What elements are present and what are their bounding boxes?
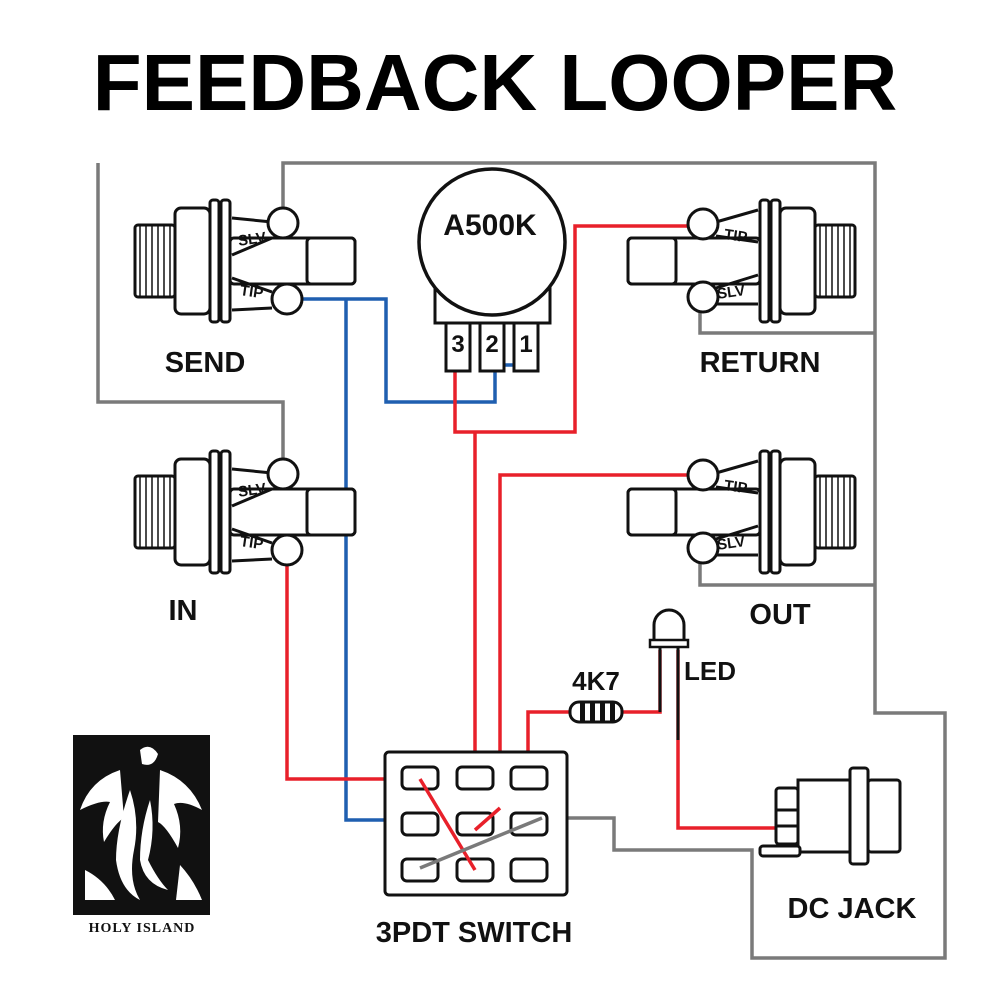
resistor-band: [600, 702, 605, 722]
led-label: LED: [684, 656, 736, 686]
out-jack-thread: [813, 474, 857, 550]
switch-lug: [455, 765, 495, 791]
led-rim: [648, 638, 690, 649]
return-tip-label: TIP: [723, 226, 748, 246]
pot-pin-2: [478, 321, 506, 373]
send-jack: [133, 198, 357, 324]
resistor: 4K7: [568, 666, 624, 724]
dc-jack: [758, 766, 902, 866]
switch-lug: [455, 811, 495, 837]
red-wire-resistor-led: [620, 650, 662, 714]
blue-wires: [287, 297, 530, 822]
red-wire-switch-out: [473, 806, 502, 832]
ground-wire-outer: [281, 161, 947, 960]
switch-lug: [400, 765, 440, 791]
send-tip-lug: [270, 282, 304, 316]
potentiometer: A500K 3 2 1: [417, 167, 567, 373]
out-tip-label: TIP: [723, 477, 748, 497]
3pdt-switch: [383, 750, 569, 897]
return-tip-lug: [686, 207, 720, 241]
in-tip-lug: [270, 533, 304, 567]
in-jack-label: IN: [169, 595, 198, 627]
in-sleeve-lug: [266, 457, 300, 491]
resistor-band: [610, 702, 615, 722]
in-sleeve-label: SLV: [237, 480, 267, 501]
logo-text: HOLY ISLAND: [89, 921, 196, 936]
out-sleeve-lug: [686, 531, 720, 565]
return-sleeve-label: SLV: [716, 282, 746, 303]
pot-pin-1-label: 1: [519, 331, 532, 358]
send-sleeve-label: SLV: [237, 229, 267, 250]
in-jack: [133, 449, 357, 575]
switch-lug: [509, 857, 549, 883]
ground-wire-send-in: [96, 163, 285, 470]
out-jack-label: OUT: [749, 599, 811, 631]
out-sleeve-label: SLV: [716, 533, 746, 554]
return-jack-label: RETURN: [700, 347, 821, 379]
pot-pin-1: [512, 321, 540, 373]
led-body: [652, 608, 686, 647]
pot-shaft: [417, 167, 567, 317]
switch-label: 3PDT SWITCH: [376, 917, 573, 949]
blue-wire-send-switch: [344, 299, 407, 822]
switch-lug: [400, 811, 440, 837]
red-wire-switch-jumper: [418, 778, 477, 871]
return-jack: [626, 198, 857, 324]
send-sleeve-lug: [266, 206, 300, 240]
resistor-band: [580, 702, 585, 722]
send-jack-thread-lines: [139, 225, 171, 297]
red-wire-return-pot: [453, 224, 698, 434]
return-sleeve-lug: [686, 280, 720, 314]
return-jack-thread: [813, 223, 857, 299]
out-tip-lug: [686, 458, 720, 492]
switch-overlay-wires: [418, 778, 543, 871]
page-title: FEEDBACK LOOPER: [93, 38, 898, 127]
resistor-band: [590, 702, 595, 722]
in-jack-thread: [133, 474, 177, 550]
resistor-label: 4K7: [572, 666, 620, 696]
pot-pin-2-label: 2: [485, 331, 498, 358]
pot-pin-3: [444, 321, 472, 373]
pot-pin-3-label: 3: [451, 331, 464, 358]
dc-jack-label: DC JACK: [788, 893, 917, 925]
in-tip-label: TIP: [239, 533, 264, 553]
holy-island-logo: HOLY ISLAND: [73, 735, 210, 936]
logo-artwork-highlights: [80, 746, 202, 900]
send-jack-thread: [133, 223, 177, 299]
out-jack: [626, 449, 857, 575]
send-tip-label: TIP: [239, 282, 264, 302]
pot-label: A500K: [443, 209, 537, 242]
ground-wire-switch-jumper: [419, 816, 543, 870]
switch-lug: [509, 765, 549, 791]
send-jack-label: SEND: [165, 347, 246, 379]
led: LED: [648, 608, 736, 740]
